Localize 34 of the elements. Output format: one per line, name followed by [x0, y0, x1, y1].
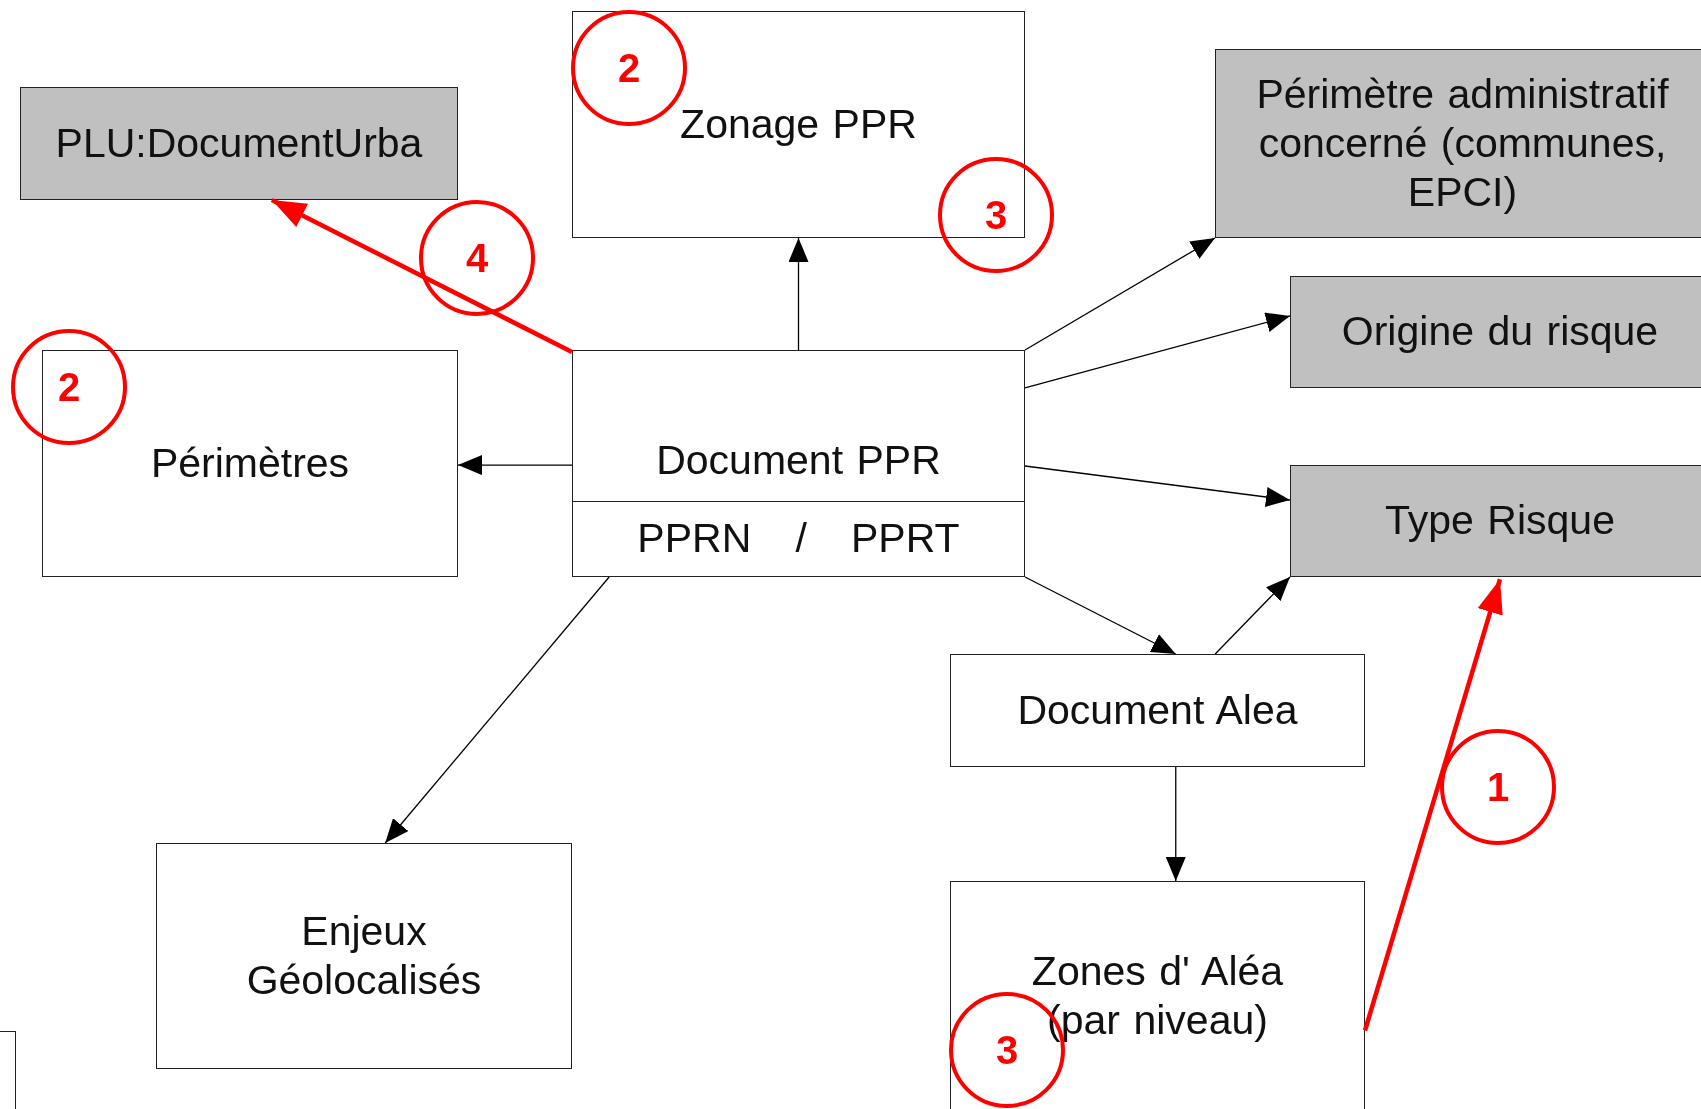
- callout-number: 2: [11, 329, 127, 445]
- class-box: [156, 843, 572, 1069]
- class-name: PLU:DocumentUrba: [55, 118, 423, 168]
- class-box: [42, 350, 458, 577]
- class-name: Type Risque: [1385, 496, 1615, 546]
- class-name: Périmètres: [150, 438, 350, 488]
- callout-number: 1: [1440, 729, 1556, 845]
- class-box: [1215, 49, 1701, 238]
- class-name: Document PPR: [656, 436, 941, 486]
- arrow: [1024, 311, 1291, 389]
- class-name: Enjeux Géolocalisés: [245, 906, 483, 1005]
- class-box: [950, 881, 1365, 1109]
- class-box: [572, 350, 1025, 577]
- class-name: Origine du risque: [1341, 307, 1659, 357]
- arrow: [384, 576, 610, 844]
- arrow: [1024, 576, 1177, 655]
- arrow: [1214, 576, 1291, 655]
- class-box: [20, 87, 458, 200]
- class-box: [1290, 465, 1701, 577]
- class-box: [572, 11, 1025, 238]
- class-name: Document Alea: [1017, 685, 1298, 735]
- callout-number: 3: [938, 157, 1054, 273]
- class-name: Périmètre administratif concerné (communes, EPCI): [1255, 69, 1670, 218]
- arrow: [1165, 766, 1186, 882]
- arrow: [270, 198, 573, 355]
- arrow: [788, 237, 809, 351]
- callout-number: 4: [419, 200, 535, 316]
- class-box: [1290, 276, 1701, 388]
- class-subtypes: PPRN / PPRT: [637, 514, 960, 564]
- arrow: [457, 455, 573, 476]
- arrow: [1024, 465, 1291, 508]
- arrow: [1024, 237, 1216, 351]
- arrow: [1362, 578, 1505, 1032]
- class-box: [950, 654, 1365, 767]
